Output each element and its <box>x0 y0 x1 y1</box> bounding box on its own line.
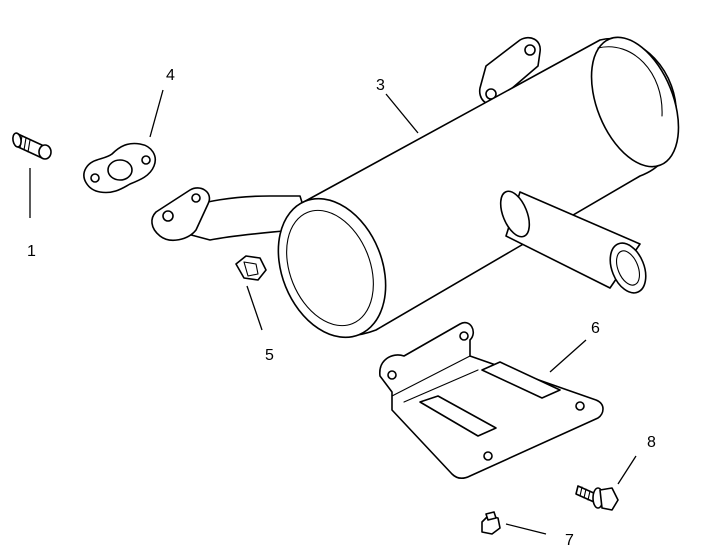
callout-1: 1 <box>27 243 36 260</box>
leader-line-5 <box>246 285 263 331</box>
flange-bolt <box>575 485 619 511</box>
exhaust-stud <box>12 132 52 160</box>
callout-3: 3 <box>376 77 385 94</box>
callout-7: 7 <box>565 532 574 549</box>
small-bolt <box>481 511 501 535</box>
leader-line-3 <box>385 93 419 134</box>
exhaust-gasket <box>83 142 156 194</box>
muffler <box>151 36 680 339</box>
mounting-bracket <box>379 321 604 479</box>
callout-4: 4 <box>166 67 175 84</box>
callout-5: 5 <box>265 347 274 364</box>
leader-line-4 <box>149 89 164 138</box>
callout-6: 6 <box>591 320 600 337</box>
leader-line-8 <box>617 455 637 485</box>
callout-8: 8 <box>647 434 656 451</box>
leader-line-7 <box>505 523 547 535</box>
leader-line-6 <box>549 339 587 373</box>
flange-nut <box>235 255 267 281</box>
